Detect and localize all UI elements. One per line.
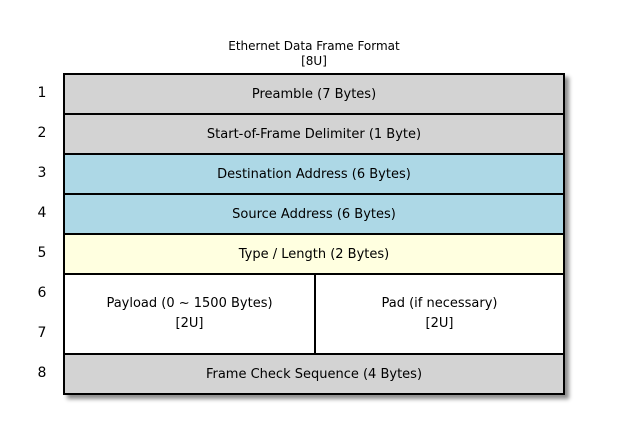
ethernet-frame-table: Preamble (7 Bytes) Start-of-Frame Delimi… <box>63 73 565 395</box>
field-payload-label: Payload (0 ~ 1500 Bytes) <box>106 296 273 311</box>
field-destination-address: Destination Address (6 Bytes) <box>65 153 563 193</box>
field-destination-address-label: Destination Address (6 Bytes) <box>217 166 411 182</box>
row-number-2: 2 <box>37 125 47 141</box>
row-number-4: 4 <box>37 205 47 221</box>
field-source-address-label: Source Address (6 Bytes) <box>232 206 396 222</box>
field-type-length: Type / Length (2 Bytes) <box>65 233 563 273</box>
field-payload: Payload (0 ~ 1500 Bytes) [2U] <box>65 275 314 353</box>
diagram-title-block: Ethernet Data Frame Format [8U] <box>63 39 565 69</box>
row-number-7: 7 <box>37 325 47 341</box>
row-number-3: 3 <box>37 165 47 181</box>
field-pad: Pad (if necessary) [2U] <box>314 275 563 353</box>
field-frame-check-sequence-label: Frame Check Sequence (4 Bytes) <box>205 366 423 382</box>
diagram-subtitle: [8U] <box>301 54 327 68</box>
row-number-8: 8 <box>37 365 47 381</box>
field-start-of-frame-delimiter-label: Start-of-Frame Delimiter (1 Byte) <box>206 126 422 142</box>
field-start-of-frame-delimiter: Start-of-Frame Delimiter (1 Byte) <box>65 113 563 153</box>
field-preamble-label: Preamble (7 Bytes) <box>251 86 377 102</box>
row-number-column: 1 2 3 4 5 6 7 8 <box>28 73 56 393</box>
field-source-address: Source Address (6 Bytes) <box>65 193 563 233</box>
row-number-5: 5 <box>37 245 47 261</box>
diagram-title: Ethernet Data Frame Format <box>228 39 400 53</box>
field-type-length-label: Type / Length (2 Bytes) <box>238 246 390 262</box>
field-payload-sublabel: [2U] <box>175 316 204 331</box>
row-number-6: 6 <box>37 285 47 301</box>
payload-pad-row: Payload (0 ~ 1500 Bytes) [2U] Pad (if ne… <box>65 273 563 353</box>
field-frame-check-sequence: Frame Check Sequence (4 Bytes) <box>65 353 563 393</box>
field-preamble: Preamble (7 Bytes) <box>65 75 563 113</box>
field-pad-sublabel: [2U] <box>425 316 454 331</box>
field-pad-label: Pad (if necessary) <box>381 296 498 311</box>
row-number-1: 1 <box>37 85 47 101</box>
